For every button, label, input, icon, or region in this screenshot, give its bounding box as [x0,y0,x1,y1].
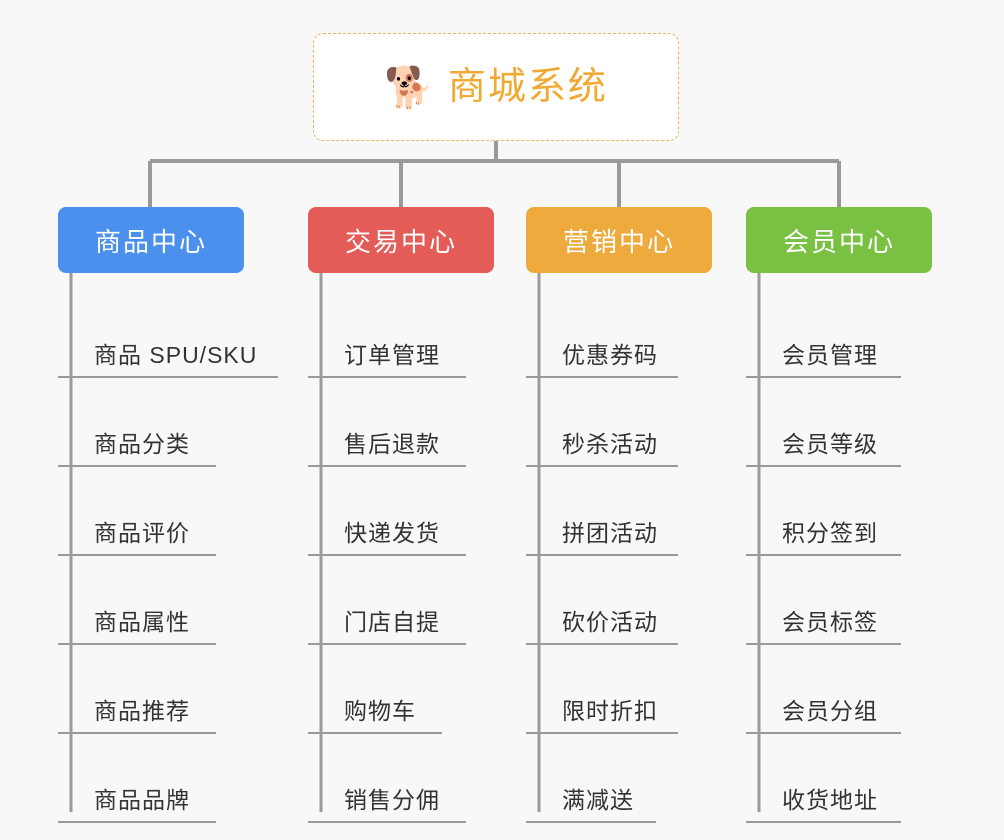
leaf-item[interactable]: 商品属性 [58,556,244,645]
leaf-label: 拼团活动 [562,520,658,546]
leaf-item[interactable]: 订单管理 [308,289,494,378]
category-header-trade[interactable]: 交易中心 [308,207,494,273]
category-column-product: 商品中心 商品 SPU/SKU 商品分类 商品评价 商品属性 商品推荐 [58,207,278,823]
leaf-list-trade: 订单管理 售后退款 快递发货 门店自提 购物车 销售分佣 [308,289,494,823]
leaf-label: 商品分类 [94,431,190,457]
category-column-trade: 交易中心 订单管理 售后退款 快递发货 门店自提 购物车 [308,207,494,823]
leaf-item[interactable]: 销售分佣 [308,734,494,823]
leaf-label: 购物车 [344,698,416,724]
category-header-marketing[interactable]: 营销中心 [526,207,712,273]
leaf-label: 销售分佣 [344,787,440,813]
leaf-item[interactable]: 收货地址 [746,734,932,823]
category-header-product[interactable]: 商品中心 [58,207,244,273]
leaf-list-member: 会员管理 会员等级 积分签到 会员标签 会员分组 收货地址 [746,289,932,823]
shiba-dog-face-icon: 🐕 [384,66,434,110]
leaf-label: 门店自提 [344,609,440,635]
leaf-label: 订单管理 [344,342,440,368]
leaf-label: 满减送 [562,787,634,813]
category-header-label: 营销中心 [562,226,675,257]
leaf-label: 砍价活动 [562,609,658,635]
root-node[interactable]: 🐕 商城系统 [313,33,679,141]
category-column-member: 会员中心 会员管理 会员等级 积分签到 会员标签 会员分组 [746,207,932,823]
leaf-label: 商品品牌 [94,787,190,813]
leaf-label: 商品属性 [94,609,190,635]
leaf-item[interactable]: 满减送 [526,734,712,823]
leaf-label: 限时折扣 [562,698,658,724]
leaf-label: 优惠券码 [562,342,658,368]
leaf-item[interactable]: 商品评价 [58,467,244,556]
category-header-label: 商品中心 [94,226,207,257]
leaf-item[interactable]: 会员管理 [746,289,932,378]
leaf-label: 商品推荐 [94,698,190,724]
leaf-label: 会员管理 [782,342,878,368]
leaf-label: 积分签到 [782,520,878,546]
leaf-label: 快递发货 [344,520,440,546]
leaf-item[interactable]: 商品 SPU/SKU [58,289,278,378]
leaf-list-product: 商品 SPU/SKU 商品分类 商品评价 商品属性 商品推荐 商品品牌 [58,289,278,823]
leaf-label: 商品 SPU/SKU [94,342,258,368]
leaf-item[interactable]: 会员标签 [746,556,932,645]
leaf-item[interactable]: 快递发货 [308,467,494,556]
leaf-item[interactable]: 会员等级 [746,378,932,467]
leaf-label: 会员分组 [782,698,878,724]
root-title: 商城系统 [447,66,608,108]
leaf-item[interactable]: 门店自提 [308,556,494,645]
category-header-member[interactable]: 会员中心 [746,207,932,273]
leaf-item[interactable]: 商品分类 [58,378,244,467]
leaf-item[interactable]: 限时折扣 [526,645,712,734]
category-header-label: 交易中心 [344,226,457,257]
leaf-list-marketing: 优惠券码 秒杀活动 拼团活动 砍价活动 限时折扣 满减送 [526,289,712,823]
leaf-item[interactable]: 秒杀活动 [526,378,712,467]
leaf-item[interactable]: 购物车 [308,645,494,734]
category-header-label: 会员中心 [782,226,895,257]
leaf-label: 售后退款 [344,431,440,457]
leaf-label: 商品评价 [94,520,190,546]
leaf-item[interactable]: 会员分组 [746,645,932,734]
leaf-label: 秒杀活动 [562,431,658,457]
category-column-marketing: 营销中心 优惠券码 秒杀活动 拼团活动 砍价活动 限时折扣 [526,207,712,823]
leaf-item[interactable]: 积分签到 [746,467,932,556]
leaf-item[interactable]: 售后退款 [308,378,494,467]
leaf-label: 收货地址 [782,787,878,813]
leaf-item[interactable]: 优惠券码 [526,289,712,378]
leaf-item[interactable]: 砍价活动 [526,556,712,645]
leaf-item[interactable]: 拼团活动 [526,467,712,556]
leaf-item[interactable]: 商品品牌 [58,734,244,823]
leaf-label: 会员等级 [782,431,878,457]
leaf-item[interactable]: 商品推荐 [58,645,244,734]
leaf-label: 会员标签 [782,609,878,635]
